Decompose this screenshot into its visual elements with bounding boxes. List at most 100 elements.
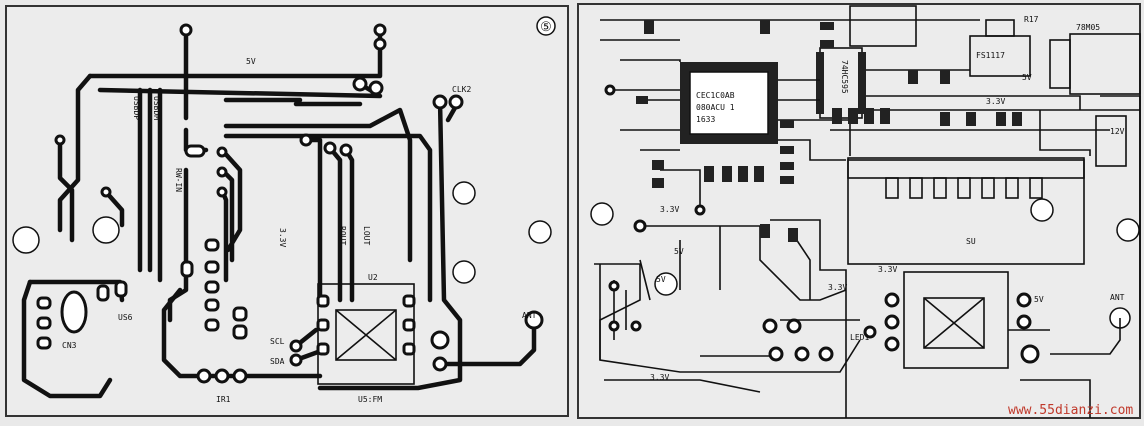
pad: [694, 204, 706, 216]
pad: [214, 368, 230, 384]
resistor: [820, 22, 834, 30]
mcu-chip: CEC1C0AB 080ACU 1 1633: [680, 62, 778, 144]
watermark: www.55dianzi.com: [1008, 403, 1133, 418]
label-fs1117: FS1117: [976, 51, 1005, 60]
fm-module-u5: [316, 283, 450, 385]
label-5v-c: 5V: [1034, 295, 1044, 304]
resistor: [940, 70, 950, 84]
resistor: [820, 40, 834, 48]
su-pin: [1005, 177, 1019, 199]
label-3v3-b: 3.3V: [660, 205, 679, 214]
pad: [368, 80, 384, 96]
pad: [1016, 292, 1032, 308]
resistor: [754, 166, 764, 182]
pad: [786, 318, 802, 334]
resistor: [908, 70, 918, 84]
resistor: [940, 112, 950, 126]
chip-label: 74HC595: [840, 60, 849, 94]
fm-module-right: [884, 271, 1040, 369]
label-5v-top: 5V: [1022, 73, 1032, 82]
capacitor: [652, 178, 664, 188]
label-12v: 12V: [1110, 127, 1125, 136]
pad: [316, 294, 330, 308]
pad: [373, 23, 387, 37]
resistor: [636, 96, 648, 104]
label-3v3-a: 3.3V: [986, 97, 1005, 106]
pad: [608, 280, 620, 292]
resistor: [644, 20, 654, 34]
track: [57, 27, 189, 233]
pad: [604, 84, 616, 96]
su-pin: [1029, 177, 1043, 199]
pad: [884, 336, 900, 352]
traces: [639, 225, 847, 301]
label-3v3: 3.3V: [278, 228, 287, 247]
fm-chip-cross: [335, 309, 397, 361]
pad: [204, 318, 220, 332]
pad: [204, 298, 220, 312]
traces: [1039, 95, 1141, 360]
label-5v: 5V: [246, 57, 256, 66]
pad: [54, 134, 66, 146]
resistor: [738, 166, 748, 182]
label-lout: LOUT: [362, 226, 371, 245]
pad: [448, 94, 464, 110]
label-3v3-e: 3.3V: [650, 373, 669, 382]
pad: [432, 356, 448, 372]
pad: [36, 316, 52, 330]
mount-hole: [590, 202, 614, 226]
pad: [36, 336, 52, 350]
track: [57, 137, 75, 243]
resistor: [996, 112, 1006, 126]
12v-connector: [1095, 115, 1127, 167]
pad: [299, 133, 313, 147]
pad: [289, 339, 303, 353]
pad: [762, 318, 778, 334]
pad: [373, 37, 387, 51]
pad: [1016, 314, 1032, 330]
pad: [323, 141, 337, 155]
mount-hole: [1030, 198, 1054, 222]
mount-hole: [92, 216, 120, 244]
pad: [204, 260, 220, 274]
label-rout: ROUT: [338, 226, 347, 245]
pad: [633, 219, 647, 233]
pad: [352, 76, 368, 92]
pad: [216, 186, 228, 198]
traces: [1008, 318, 1121, 418]
pad: [402, 294, 416, 308]
label-r17: R17: [1024, 15, 1039, 24]
resistor: [1012, 112, 1022, 126]
fs1117-tab: [985, 19, 1015, 37]
track: [223, 107, 413, 263]
traces: [600, 19, 980, 210]
mount-hole: [12, 226, 40, 254]
pad: [96, 284, 110, 302]
label-5v-b: 5V: [656, 275, 666, 284]
track: [223, 97, 363, 107]
resistor: [704, 166, 714, 182]
pad: [430, 330, 450, 350]
fm-module-outline: [317, 283, 415, 385]
label-ant: ANT: [1110, 293, 1125, 302]
resistor: [780, 146, 794, 154]
mcu-label-2: 080ACU 1: [696, 103, 735, 112]
su-connector: SU: [847, 157, 1085, 265]
label-sda: SDA: [270, 357, 285, 366]
label-usbdp: USBDP: [132, 96, 141, 120]
label-su: SU: [966, 237, 976, 246]
pins: [816, 52, 824, 114]
track: [223, 133, 433, 303]
label-ant: ANT: [522, 311, 537, 320]
traces: [604, 355, 780, 393]
ant-pad: [524, 310, 544, 330]
pad: [232, 306, 248, 322]
pad: [204, 280, 220, 294]
resistor: [760, 224, 770, 238]
resistor: [832, 108, 842, 124]
capacitor: [652, 160, 664, 170]
pad: [316, 318, 330, 332]
label-scl: SCL: [270, 337, 285, 346]
pad: [768, 346, 784, 362]
track: [21, 279, 113, 399]
